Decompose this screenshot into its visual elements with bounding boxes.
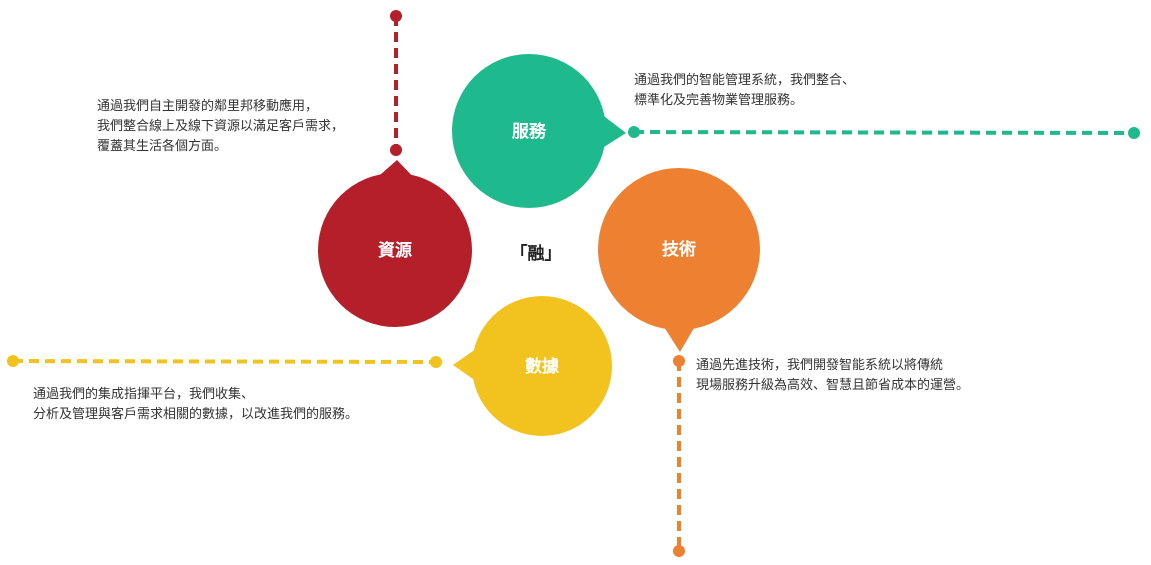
services-connector-start-dot <box>628 126 640 138</box>
resources-connector-end-dot <box>390 10 402 22</box>
resources-description: 通過我們自主開發的鄰里邦移動應用， 我們整合線上及線下資源以滿足客戶需求， 覆蓋… <box>97 97 344 157</box>
data-label: 數據 <box>525 356 560 377</box>
data-connector-line <box>12 359 437 364</box>
technology-description: 通過先進技術，我們開發智能系統以將傳統 現場服務升級為高效、智慧且節省成本的運營… <box>696 356 969 396</box>
services-bubble: 服務 <box>452 54 626 208</box>
data-description-line: 通過我們的集成指揮平台，我們收集、 <box>33 387 255 402</box>
technology-description-line: 現場服務升級為高效、智慧且節省成本的運營。 <box>696 378 970 393</box>
data-description-line: 分析及管理與客戶需求相關的數據，以改進我們的服務。 <box>33 407 359 422</box>
data-connector-start-dot <box>430 356 442 368</box>
resources-connector-start-dot <box>390 144 402 156</box>
resources-description-line: 我們整合線上及線下資源以滿足客戶需求， <box>97 119 345 134</box>
resources-description-line: 通過我們自主開發的鄰里邦移動應用， <box>97 99 319 114</box>
services-description: 通過我們的智能管理系統，我們整合、 標準化及完善物業管理服務。 <box>634 71 855 111</box>
services-description-line: 標準化及完善物業管理服務。 <box>634 93 804 108</box>
data-bubble: 數據 <box>453 296 612 436</box>
resources-label: 資源 <box>378 240 412 261</box>
data-connector-end-dot <box>7 355 19 367</box>
data-description: 通過我們的集成指揮平台，我們收集、 分析及管理與客戶需求相關的數據，以改進我們的… <box>33 385 358 425</box>
technology-connector-start-dot <box>673 355 685 367</box>
center-label: 「融」 <box>511 243 562 264</box>
services-connector-end-dot <box>1128 127 1140 139</box>
technology-bubble: 技術 <box>598 168 760 352</box>
technology-description-line: 通過先進技術，我們開發智能系統以將傳統 <box>696 358 944 373</box>
services-description-line: 通過我們的智能管理系統，我們整合、 <box>634 73 856 88</box>
technology-label: 技術 <box>662 239 696 260</box>
resources-bubble: 資源 <box>318 160 472 327</box>
services-label: 服務 <box>512 121 547 142</box>
services-connector-line <box>633 130 1135 135</box>
technology-connector-end-dot <box>673 545 685 557</box>
resources-description-line: 覆蓋其生活各個方面。 <box>97 139 228 154</box>
